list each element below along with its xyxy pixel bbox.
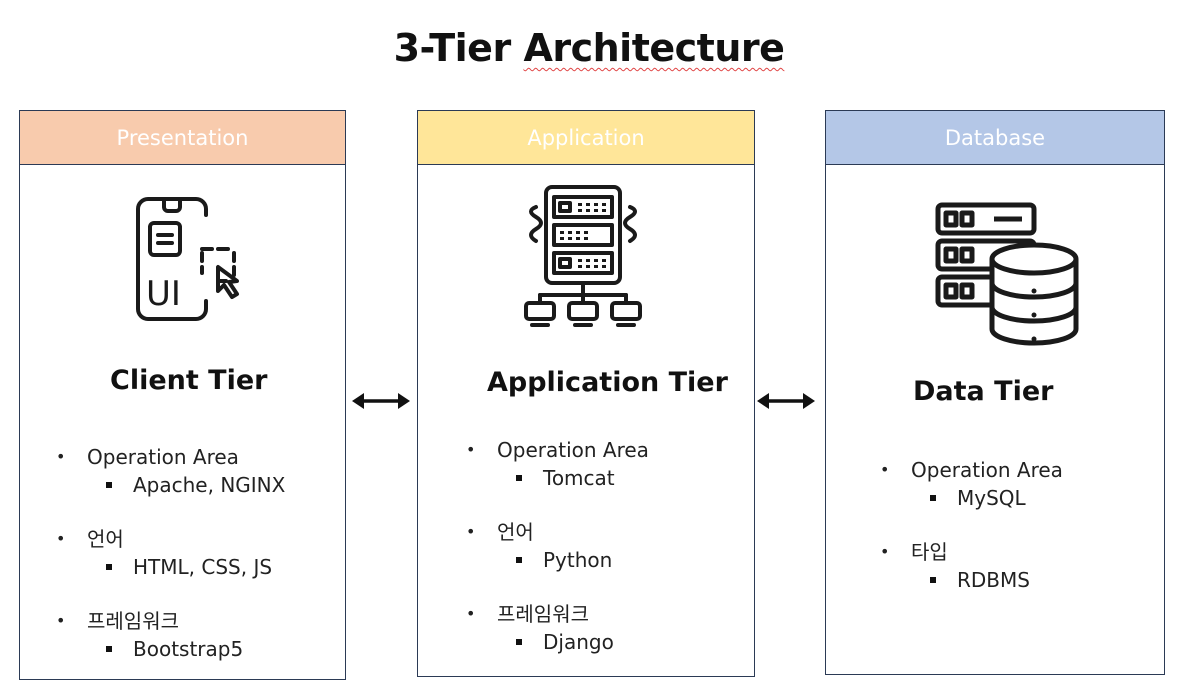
data-type-label: 타입 [880, 538, 1063, 566]
application-tier-title: Application Tier [487, 367, 728, 398]
database-panel: Database Data Tier Operation Area MySQL [825, 110, 1165, 675]
mobile-ui-click-icon: UI [136, 197, 239, 321]
client-framework-label: 프레임워크 [56, 607, 285, 635]
application-operation-area-label: Operation Area [466, 436, 649, 464]
application-language-label: 언어 [466, 518, 649, 546]
data-tier-details: Operation Area MySQL 타입 RDBMS [880, 456, 1063, 620]
client-tier-title: Client Tier [110, 365, 268, 396]
data-tier-title: Data Tier [913, 376, 1054, 407]
title-text: 3-Tier [393, 26, 512, 70]
diagram-title: 3-Tier Architecture [0, 26, 1178, 70]
presentation-panel: Presentation UI Client Tier Operation Ar… [19, 110, 346, 680]
presentation-header: Presentation [20, 111, 345, 165]
client-language-label: 언어 [56, 525, 285, 553]
client-framework-value: Bootstrap5 [56, 635, 285, 663]
client-tier-details: Operation Area Apache, NGINX 언어 HTML, CS… [56, 443, 285, 689]
client-operation-area-label: Operation Area [56, 443, 285, 471]
application-operation-area-value: Tomcat [466, 464, 649, 492]
data-operation-area-label: Operation Area [880, 456, 1063, 484]
application-framework-value: Django [466, 628, 649, 656]
data-operation-area-value: MySQL [880, 484, 1063, 512]
svg-text:UI: UI [146, 274, 181, 314]
double-arrow-icon [352, 393, 410, 409]
data-type-value: RDBMS [880, 566, 1063, 594]
application-panel: Application [417, 110, 755, 677]
application-tier-details: Operation Area Tomcat 언어 Python 프레임워크 Dj… [466, 436, 649, 682]
server-rack-network-icon [524, 185, 642, 327]
application-framework-label: 프레임워크 [466, 600, 649, 628]
client-operation-area-value: Apache, NGINX [56, 471, 285, 499]
title-underlined-text: Architecture [523, 26, 785, 70]
database-header: Database [826, 111, 1164, 165]
double-arrow-icon [757, 393, 815, 409]
application-language-value: Python [466, 546, 649, 574]
application-header: Application [418, 111, 754, 165]
client-language-value: HTML, CSS, JS [56, 553, 285, 581]
database-server-icon [935, 202, 1079, 346]
